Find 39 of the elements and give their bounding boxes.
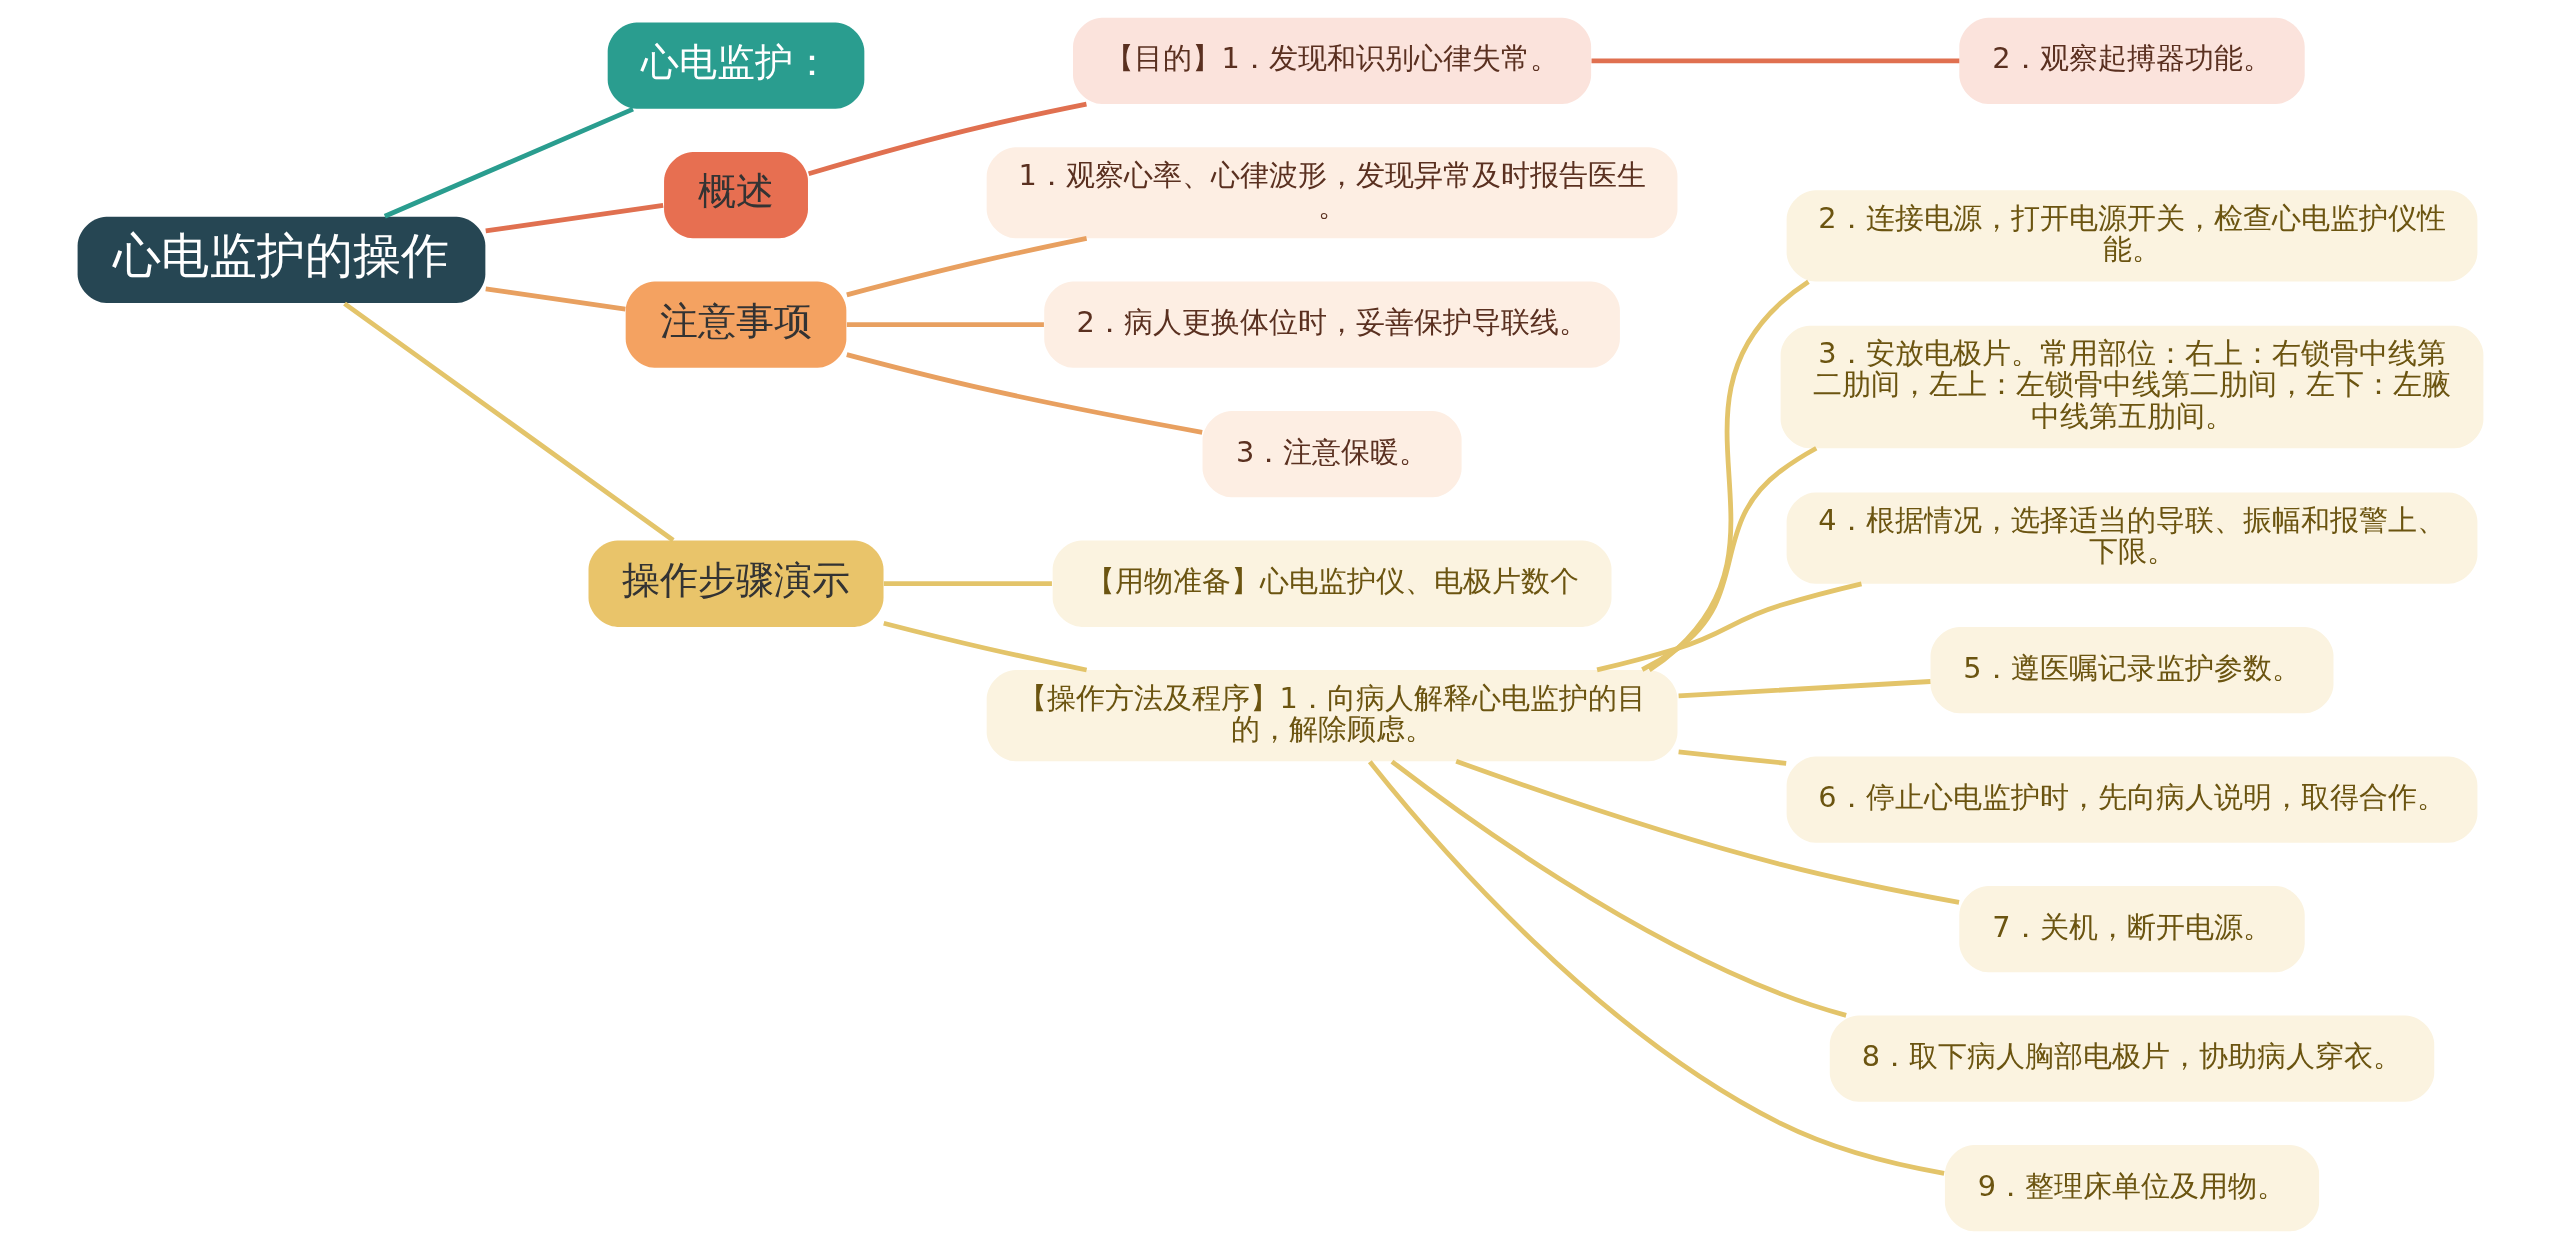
node-box: 8．取下病人胸部电极片，协助病人穿衣。 [1829,1015,2434,1102]
node-box: 注意事项 [625,281,846,368]
connector [807,101,1087,177]
node-box: 4．根据情况，选择适当的导联、振幅和报警上、下限。 [1786,492,2477,584]
node-box: 操作步骤演示 [588,540,884,627]
connector [484,286,626,312]
connector [845,236,1087,298]
connector [484,202,663,234]
connector [882,620,1087,673]
connector [1596,581,1862,673]
node-box: 3．安放电极片。常用部位：右上：右锁骨中线第二肋间，左上：左锁骨中线第二肋间，左下：左腋中线第五肋间。 [1780,325,2483,449]
connector [1677,749,1786,766]
node-box: 【操作方法及程序】1．向病人解释心电监护的目的，解除顾虑。 [986,670,1677,762]
node-box: 3．注意保暖。 [1202,411,1462,498]
connector [1677,679,1931,699]
node-box: 2．病人更换体位时，妥善保护导联线。 [1043,281,1620,368]
connector [1591,58,1959,64]
connector [383,106,634,219]
connector [845,352,1203,435]
connector [1454,759,1959,905]
node-box: 【目的】1．发现和识别心律失常。 [1072,17,1591,104]
connector [1647,279,1810,672]
node-box: 概述 [663,151,808,239]
connector [883,581,1052,587]
node-box: 心电监护的操作 [77,216,485,304]
connector [1640,446,1817,672]
node-box: 2．连接电源，打开电源开关，检查心电监护仪性能。 [1786,190,2477,282]
node-box: 5．遵医嘱记录监护参数。 [1930,626,2333,714]
node-box: 1．观察心率、心律波形，发现异常及时报告医生。 [986,147,1677,239]
node-box: 6．停止心电监护时，先向病人说明，取得合作。 [1786,756,2477,843]
connector [846,322,1044,328]
connector [1367,760,1945,1176]
node-box: 7．关机，断开电源。 [1958,885,2305,973]
node-box: 2．观察起搏器功能。 [1958,17,2305,104]
node-box: 9．整理床单位及用物。 [1944,1145,2319,1232]
node-box: 【用物准备】心电监护仪、电极片数个 [1052,540,1611,627]
connector [342,301,675,543]
connector [1390,759,1847,1018]
node-box: 心电监护： [607,22,864,109]
